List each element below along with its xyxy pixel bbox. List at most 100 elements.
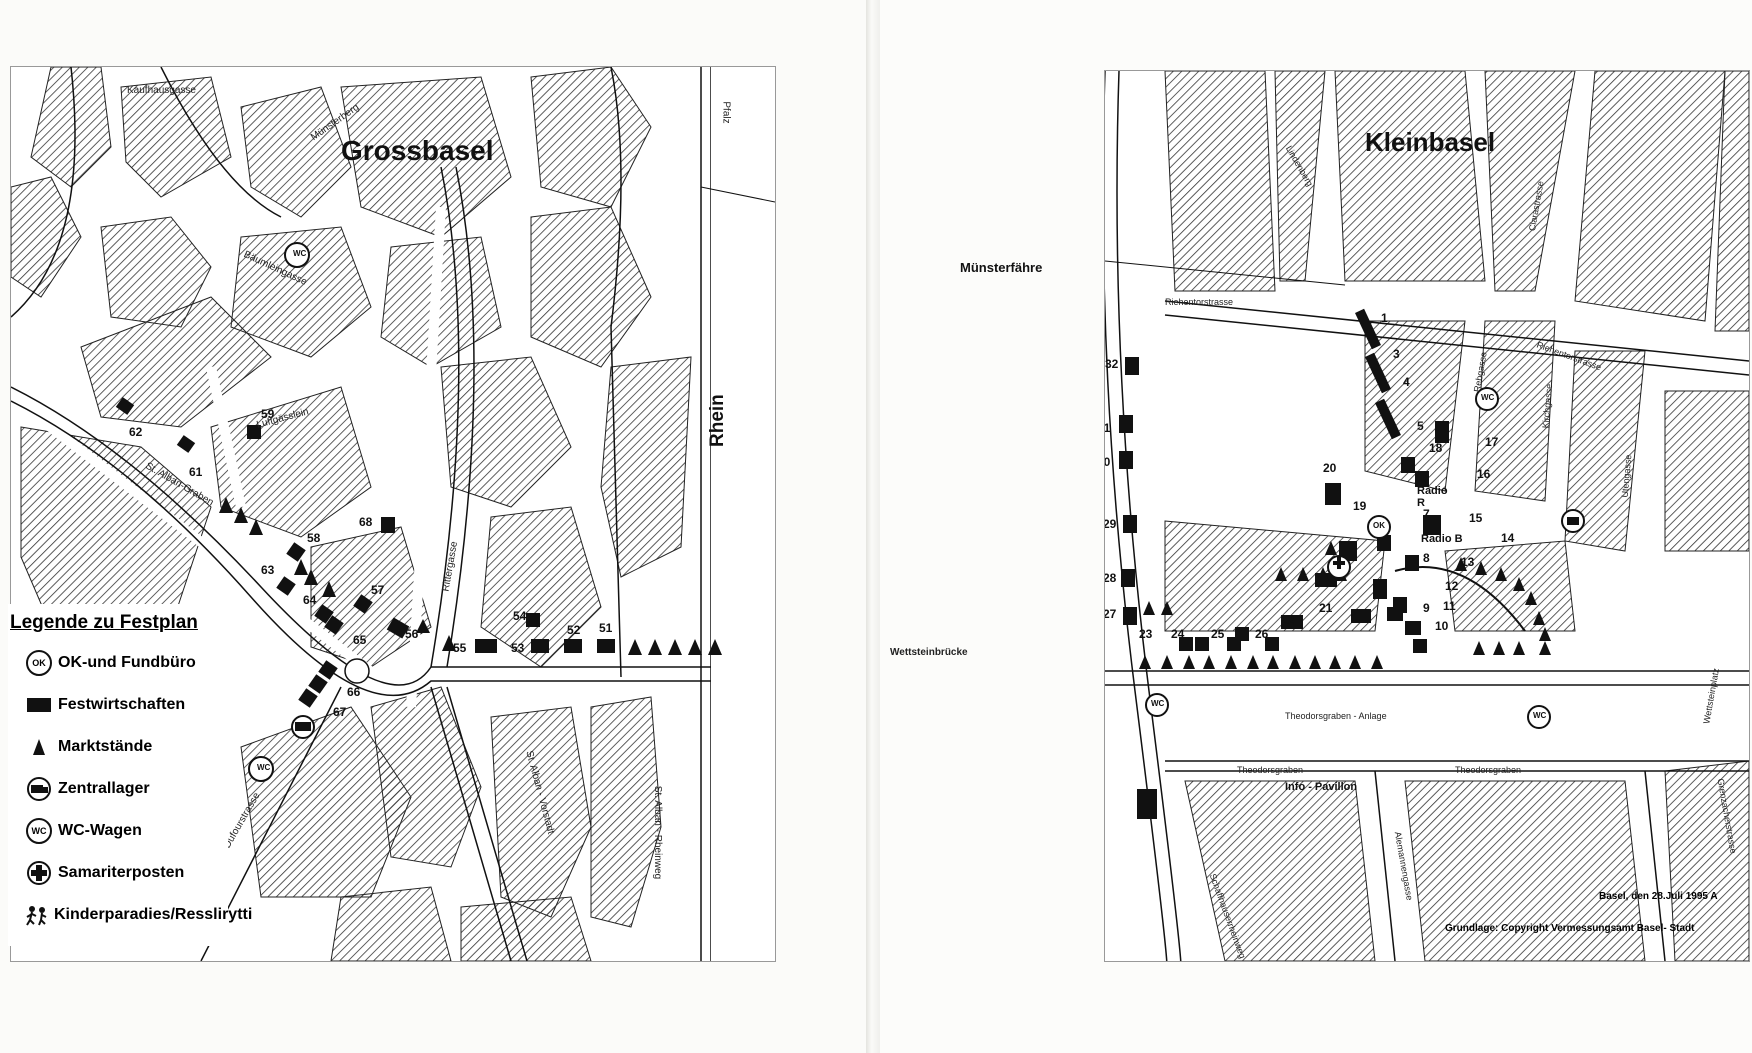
- stall-8: 8: [1423, 551, 1430, 565]
- wc-symbol-1: WC: [293, 249, 307, 258]
- stall-56: 56: [405, 627, 419, 641]
- wc-circle-icon: WC: [24, 818, 54, 844]
- label-kleinbasel: Kleinbasel: [1365, 127, 1496, 157]
- stall-16: 16: [1477, 467, 1491, 481]
- info-pavillon-label: Info - Pavillon: [1285, 781, 1358, 793]
- stall-12: 12: [1445, 579, 1459, 593]
- wc-symbol-5: WC: [1533, 711, 1547, 720]
- stall-27: 27: [1104, 607, 1117, 621]
- stall-59: 59: [261, 407, 275, 421]
- street-pfalz: Pfalz: [720, 101, 732, 124]
- stall-5: 5: [1417, 419, 1424, 433]
- wc-symbol-4: WC: [1151, 699, 1165, 708]
- stall-31: 31: [1104, 421, 1111, 435]
- stall-26: 26: [1255, 627, 1269, 641]
- ok-circle-icon: OK: [24, 650, 54, 676]
- stall-51: 51: [599, 621, 613, 635]
- stall-11: 11: [1443, 599, 1456, 613]
- ok-symbol-map: OK: [1373, 521, 1385, 530]
- map-legend: Legende zu Festplan OK OK-und Fundbüro F…: [8, 604, 252, 946]
- stall-25: 25: [1211, 627, 1225, 641]
- stall-58: 58: [307, 531, 321, 545]
- street-theodorsgraben-2: Theodorsgraben: [1455, 765, 1522, 775]
- stall-19: 19: [1353, 499, 1367, 513]
- street-kaufhausgasse: Kaufhausgasse: [127, 85, 196, 96]
- stall-63: 63: [261, 563, 275, 577]
- map-kleinbasel-drawing: [1105, 71, 1749, 961]
- stall-66: 66: [347, 685, 361, 699]
- stall-52: 52: [567, 623, 581, 637]
- legend-item-kinder: Kinderparadies/Resslirytti: [8, 894, 252, 936]
- stall-28: 28: [1104, 571, 1117, 585]
- map-grossbasel: Grossbasel Rhein Kaufhausgasse Münsterbe…: [10, 66, 776, 962]
- truck-icon: [24, 776, 54, 802]
- copyright-note: Grundlage: Copyright Vermessungsamt Base…: [1445, 923, 1695, 934]
- legend-item-ok: OK OK-und Fundbüro: [8, 642, 228, 684]
- stall-21: 21: [1319, 601, 1333, 615]
- legend-label-zentrallager: Zentrallager: [58, 780, 150, 797]
- legend-label-samariter: Samariterposten: [58, 864, 185, 881]
- marktstaende-left: [219, 497, 722, 655]
- stall-9: 9: [1423, 601, 1430, 615]
- book-gutter: [866, 0, 880, 1053]
- marktstaende-right: [1139, 541, 1551, 669]
- stall-61: 61: [189, 465, 203, 479]
- stall-29: 29: [1104, 517, 1117, 531]
- stall-7: 7: [1423, 507, 1430, 521]
- children-icon: [24, 902, 50, 928]
- radio-r-label: Radio R: [1417, 485, 1448, 509]
- festwirtschaften-left: [115, 397, 615, 708]
- legend-label-kinder: Kinderparadies/Resslirytti: [54, 906, 253, 923]
- street-theodorsgraben-anlage: Theodorsgraben - Anlage: [1285, 711, 1387, 721]
- street-st-alban-rheinweg: St. Alban - Rheinweg: [652, 785, 664, 880]
- legend-label-marktstaende: Marktstände: [58, 738, 153, 755]
- stall-20: 20: [1323, 461, 1337, 475]
- street-theodorsgraben: Theodorsgraben: [1237, 765, 1304, 775]
- stall-64: 64: [303, 593, 317, 607]
- map-grossbasel-drawing: [11, 67, 775, 961]
- street-riehentorstrasse-1: Riehentorstrasse: [1165, 297, 1234, 307]
- stall-62: 62: [129, 425, 143, 439]
- label-grossbasel: Grossbasel: [341, 135, 494, 166]
- triangle-icon: [24, 734, 54, 760]
- label-rhein: Rhein: [707, 394, 728, 447]
- stall-67: 67: [333, 705, 347, 719]
- stall-65: 65: [353, 633, 367, 647]
- stall-32: 32: [1105, 357, 1119, 371]
- date-note: Basel, den 28.Juli 1995 A: [1599, 891, 1718, 902]
- wc-symbol: WC: [26, 818, 52, 844]
- legend-item-festwirtschaften: Festwirtschaften: [8, 684, 228, 726]
- legend-label-festwirtschaften: Festwirtschaften: [58, 696, 186, 713]
- legend-item-zentrallager: Zentrallager: [8, 768, 228, 810]
- stall-1: 1: [1381, 311, 1388, 325]
- black-square-icon: [24, 692, 54, 718]
- legend-label-wc: WC-Wagen: [58, 822, 142, 839]
- stall-55: 55: [453, 641, 467, 655]
- stall-15: 15: [1469, 511, 1483, 525]
- stall-54: 54: [513, 609, 527, 623]
- stall-57: 57: [371, 583, 385, 597]
- radio-b-label: Radio B: [1421, 533, 1463, 545]
- ok-symbol: OK: [26, 650, 52, 676]
- stall-4: 4: [1403, 375, 1410, 389]
- label-muensterfaehre: Münsterfähre: [960, 260, 1043, 275]
- building-blocks-right: [1164, 71, 1749, 961]
- stall-14: 14: [1501, 531, 1515, 545]
- stall-30: 30: [1104, 455, 1111, 469]
- legend-item-samariter: Samariterposten: [8, 852, 228, 894]
- stall-13: 13: [1461, 555, 1475, 569]
- stall-22: 22: [1281, 613, 1295, 627]
- stall-3: 3: [1393, 347, 1400, 361]
- stall-18: 18: [1429, 441, 1443, 455]
- stall-68: 68: [359, 515, 373, 529]
- stall-6: 6: [1421, 471, 1428, 485]
- map-kleinbasel: Kleinbasel Riehentorstrasse Riehentorstr…: [1104, 70, 1750, 962]
- stall-23: 23: [1139, 627, 1153, 641]
- cross-icon: [24, 860, 54, 886]
- wc-symbol-2: WC: [257, 763, 271, 772]
- stall-53: 53: [511, 641, 525, 655]
- stall-17: 17: [1485, 435, 1499, 449]
- legend-title: Legende zu Festplan: [10, 612, 198, 633]
- legend-label-ok: OK-und Fundbüro: [58, 654, 196, 671]
- legend-item-wc: WC WC-Wagen: [8, 810, 228, 852]
